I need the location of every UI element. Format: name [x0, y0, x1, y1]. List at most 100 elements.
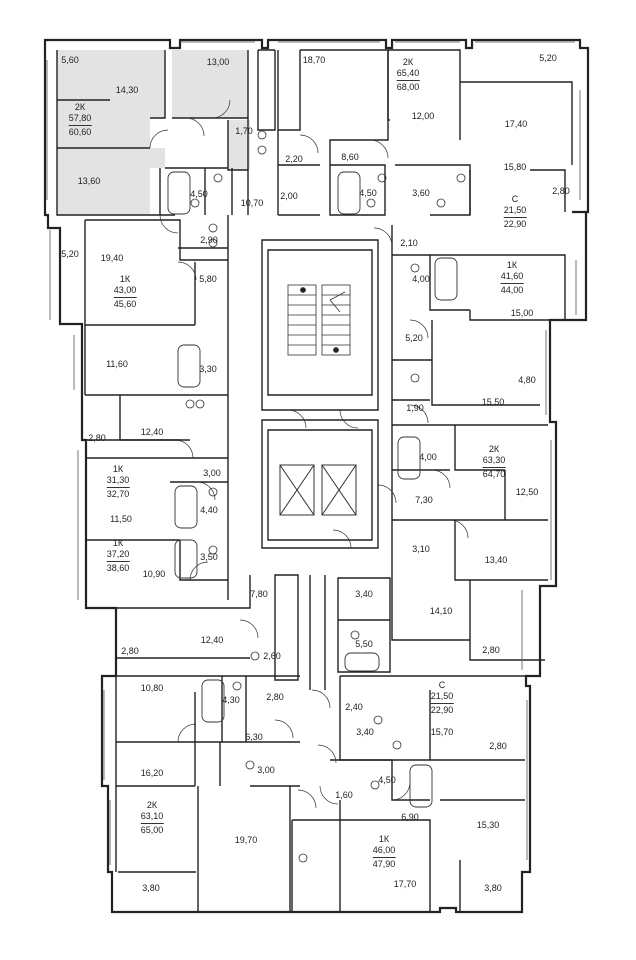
- room-area-label: 7,80: [250, 589, 268, 599]
- apartment-type: 2К: [146, 800, 158, 810]
- room-area-label: 4,00: [412, 274, 430, 284]
- apartment-total-area: 65,00: [140, 825, 164, 835]
- room-area-label: 5,60: [61, 55, 79, 65]
- room-area-label: 1,70: [235, 126, 253, 136]
- apartment-label[interactable]: 2К 63,10 65,00: [140, 800, 164, 836]
- room-area-label: 14,30: [115, 85, 139, 95]
- room-area-label: 13,60: [77, 176, 101, 186]
- room-area-label: 1,60: [335, 790, 353, 800]
- apartment-label[interactable]: 1К 31,30 32,70: [106, 464, 130, 500]
- room-area-label: 3,30: [199, 364, 217, 374]
- apartment-type: 1К: [112, 538, 124, 548]
- bathtubs: [167, 171, 458, 808]
- apartment-type: С: [511, 194, 519, 204]
- room-area-label: 10,80: [140, 683, 164, 693]
- apartment-living-area: 63,30: [482, 455, 506, 465]
- apartment-label[interactable]: 1К 46,00 47,90: [372, 834, 396, 870]
- apartment-living-area: 41,60: [500, 271, 524, 281]
- room-area-label: 5,50: [355, 639, 373, 649]
- apartment-label[interactable]: 1К 41,60 44,00: [500, 260, 524, 296]
- apartment-label[interactable]: С 21,50 22,90: [430, 680, 454, 716]
- apartment-total-area: 64,70: [482, 469, 506, 479]
- apartment-label[interactable]: 1К 43,00 45,60: [113, 274, 137, 310]
- apartment-type: 2К: [74, 102, 86, 112]
- apartment-total-area: 38,60: [106, 563, 130, 573]
- room-area-label: 4,40: [200, 505, 218, 515]
- room-area-label: 3,40: [355, 589, 373, 599]
- room-area-label: 2,00: [280, 191, 298, 201]
- room-area-label: 5,20: [539, 53, 557, 63]
- apartment-total-area: 60,60: [68, 127, 92, 137]
- room-area-label: 13,40: [484, 555, 508, 565]
- room-area-label: 2,80: [489, 741, 507, 751]
- apartment-type: С: [438, 680, 446, 690]
- apartment-label[interactable]: 2К 57,80 60,60: [68, 102, 92, 138]
- room-area-label: 6,90: [401, 812, 419, 822]
- apartment-living-area: 46,00: [372, 845, 396, 855]
- room-area-label: 2,90: [200, 235, 218, 245]
- room-area-label: 6,30: [245, 732, 263, 742]
- room-area-label: 15,70: [430, 727, 454, 737]
- apartment-total-area: 45,60: [113, 299, 137, 309]
- apartment-total-area: 22,90: [503, 219, 527, 229]
- apartment-living-area: 21,50: [430, 691, 454, 701]
- room-area-label: 13,00: [206, 57, 230, 67]
- room-area-label: 10,70: [240, 198, 264, 208]
- room-area-label: 2,80: [552, 186, 570, 196]
- room-area-label: 11,60: [106, 359, 128, 369]
- room-area-label: 5,80: [199, 274, 217, 284]
- highlighted-apartment-2k[interactable]: [57, 50, 250, 215]
- room-area-label: 2,60: [263, 651, 281, 661]
- room-area-label: 3,50: [200, 552, 218, 562]
- apartment-living-area: 21,50: [503, 205, 527, 215]
- room-area-label: 3,80: [142, 883, 160, 893]
- inner-walls: [56, 49, 573, 912]
- room-area-label: 7,30: [415, 495, 433, 505]
- room-area-label: 5,20: [61, 249, 79, 259]
- room-area-label: 3,00: [257, 765, 275, 775]
- apartment-label[interactable]: С 21,50 22,90: [503, 194, 527, 230]
- room-area-label: 5,20: [405, 333, 423, 343]
- room-area-label: 12,50: [515, 487, 539, 497]
- apartment-total-area: 68,00: [396, 82, 420, 92]
- room-area-label: 10,90: [142, 569, 166, 579]
- room-area-label: 4,00: [419, 452, 437, 462]
- room-area-label: 2,80: [266, 692, 284, 702]
- apartment-living-area: 43,00: [113, 285, 137, 295]
- room-area-label: 12,00: [411, 111, 435, 121]
- room-area-label: 3,40: [356, 727, 374, 737]
- room-area-label: 2,80: [88, 433, 106, 443]
- fixtures: [185, 130, 466, 863]
- room-area-label: 18,70: [302, 55, 326, 65]
- elevators: [279, 464, 357, 516]
- room-area-label: 3,10: [412, 544, 430, 554]
- room-area-label: 3,60: [412, 188, 430, 198]
- room-area-label: 15,80: [503, 162, 527, 172]
- room-area-label: 15,50: [481, 397, 505, 407]
- room-area-label: 2,10: [400, 238, 418, 248]
- windows: [46, 41, 581, 865]
- room-area-label: 12,40: [200, 635, 224, 645]
- apartment-label[interactable]: 2К 63,30 64,70: [482, 444, 506, 480]
- room-area-label: 14,10: [429, 606, 453, 616]
- room-area-label: 4,50: [190, 189, 208, 199]
- room-area-label: 2,20: [285, 154, 303, 164]
- room-area-label: 3,80: [484, 883, 502, 893]
- room-area-label: 11,50: [110, 514, 132, 524]
- room-area-label: 2,40: [345, 702, 363, 712]
- apartment-type: 1К: [506, 260, 518, 270]
- apartment-label[interactable]: 2К 65,40 68,00: [396, 57, 420, 93]
- apartment-total-area: 44,00: [500, 285, 524, 295]
- apartment-type: 1К: [119, 274, 131, 284]
- room-area-label: 12,40: [140, 427, 164, 437]
- room-area-label: 3,00: [203, 468, 221, 478]
- room-area-label: 16,20: [140, 768, 164, 778]
- apartment-label[interactable]: 1К 37,20 38,60: [106, 538, 130, 574]
- apartment-living-area: 63,10: [140, 811, 164, 821]
- apartment-total-area: 47,90: [372, 859, 396, 869]
- door-swings: [149, 99, 469, 809]
- room-area-label: 17,40: [504, 119, 528, 129]
- apartment-living-area: 65,40: [396, 68, 420, 78]
